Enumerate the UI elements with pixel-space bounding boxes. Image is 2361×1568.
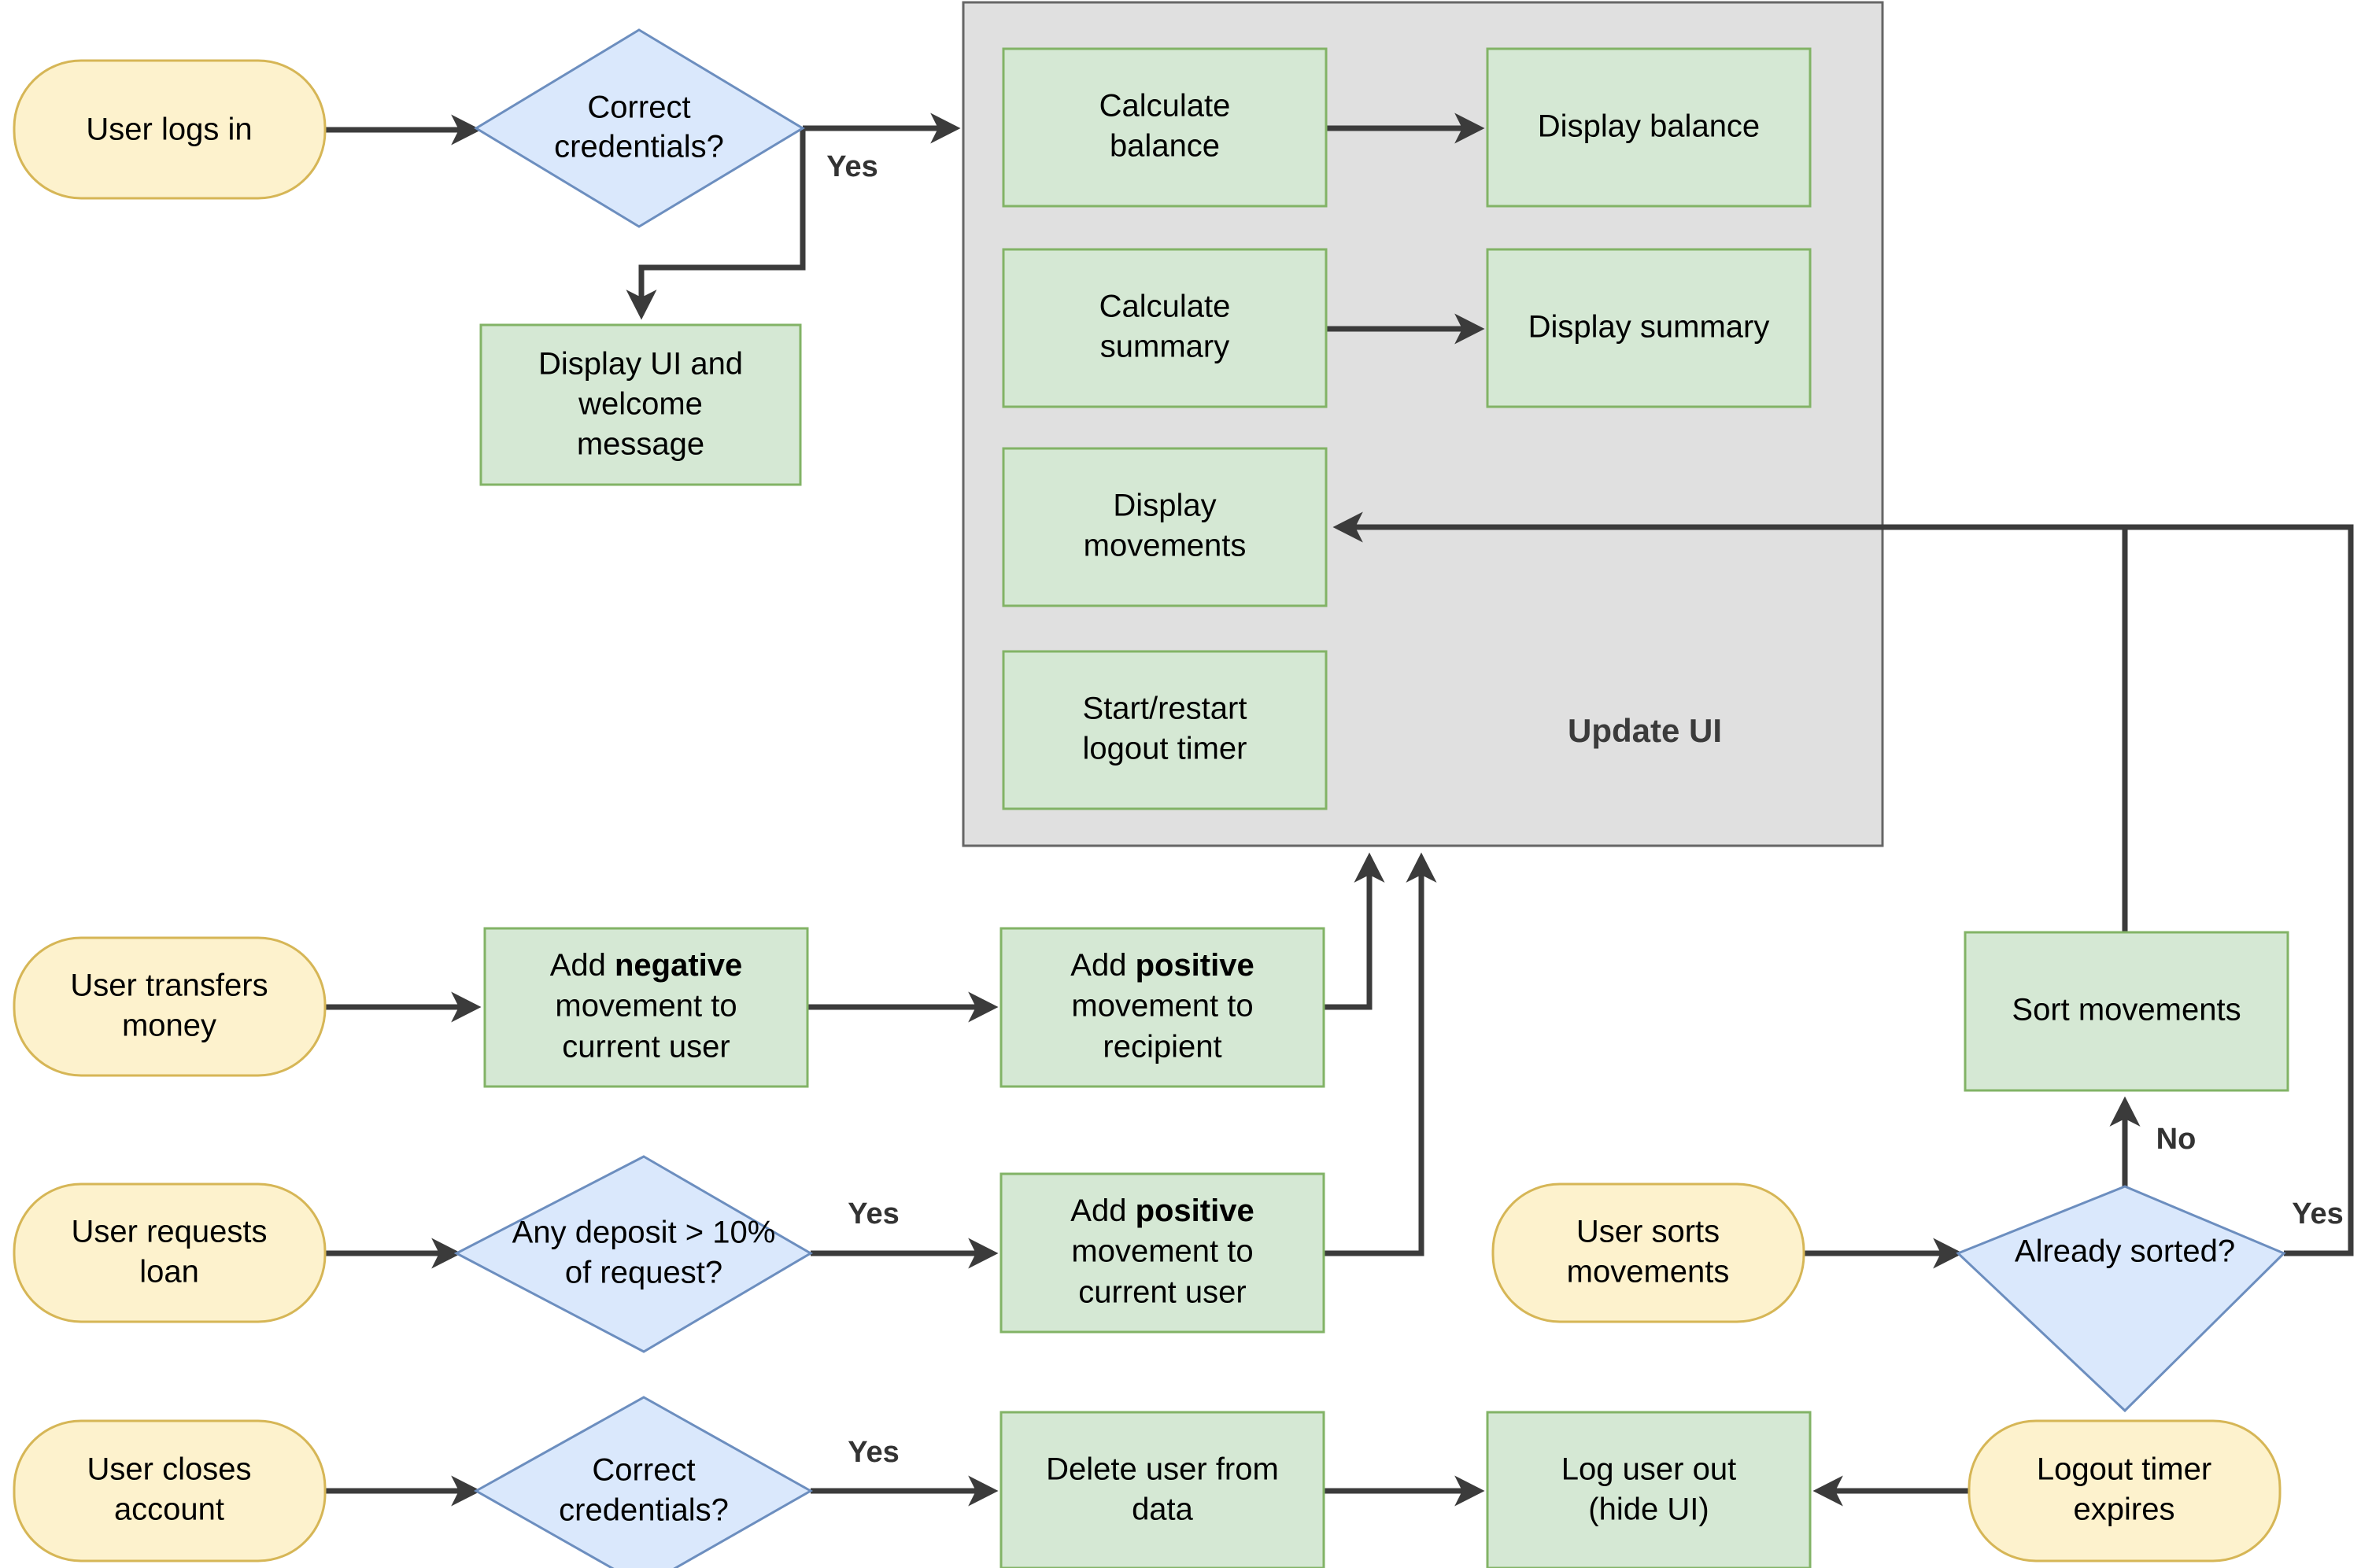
node-logout-timer-expires-line2: expires xyxy=(2074,1492,2175,1527)
node-add-positive-recipient-line1: Add positive xyxy=(1070,948,1254,983)
node-already-sorted-label: Already sorted? xyxy=(2015,1234,2235,1269)
node-logout-timer-expires-line1: Logout timer xyxy=(2037,1452,2211,1487)
node-display-summary[interactable]: Display summary xyxy=(1486,248,1812,408)
node-display-summary-label: Display summary xyxy=(1528,310,1770,345)
node-user-requests-loan-line1: User requests xyxy=(72,1215,268,1249)
node-display-ui-welcome-line1: Display UI and xyxy=(538,347,743,382)
node-display-ui-welcome-line2: welcome xyxy=(578,387,703,422)
node-calculate-balance[interactable]: Calculate balance xyxy=(1002,47,1328,208)
edge-label-loan-yes: Yes xyxy=(848,1197,900,1230)
node-user-sorts-movements[interactable]: User sorts movements xyxy=(1491,1182,1805,1323)
node-add-positive-current-user-line1: Add positive xyxy=(1070,1194,1254,1228)
node-any-deposit-check-line2: of request? xyxy=(565,1256,722,1290)
edge-add-positive-current-to-updateui xyxy=(1324,852,1437,1256)
node-display-balance[interactable]: Display balance xyxy=(1486,47,1812,208)
node-correct-credentials-close[interactable]: Correct credentials? xyxy=(473,1396,814,1568)
node-display-ui-welcome[interactable]: Display UI and welcome message xyxy=(479,323,802,486)
node-user-closes-account-line1: User closes xyxy=(87,1452,252,1487)
node-add-positive-recipient-line3: recipient xyxy=(1103,1030,1221,1064)
node-user-requests-loan-line2: loan xyxy=(139,1255,199,1289)
node-correct-credentials-login[interactable]: Correct credentials? xyxy=(474,28,805,228)
node-calculate-balance-line1: Calculate xyxy=(1099,89,1231,124)
node-correct-credentials-close-line2: credentials? xyxy=(559,1493,729,1528)
edge-label-sorted-yes: Yes xyxy=(2292,1197,2344,1230)
edge-label-login-yes: Yes xyxy=(826,150,878,183)
node-start-restart-logout-timer-line2: logout timer xyxy=(1083,732,1247,766)
node-log-user-out[interactable]: Log user out (hide UI) xyxy=(1486,1411,1812,1568)
node-add-positive-current-user-line2: movement to xyxy=(1071,1234,1253,1269)
edge-already-sorted-yes-to-display-movements xyxy=(2125,524,2354,1256)
node-add-negative-movement[interactable]: Add negative movement to current user xyxy=(483,927,809,1088)
node-add-positive-current-user-line3: current user xyxy=(1078,1275,1246,1310)
node-calculate-summary[interactable]: Calculate summary xyxy=(1002,248,1328,408)
node-already-sorted[interactable]: Already sorted? xyxy=(1956,1185,2286,1413)
node-user-logs-in-label: User logs in xyxy=(86,113,252,147)
node-any-deposit-check[interactable]: Any deposit > 10% of request? xyxy=(453,1155,813,1353)
node-user-transfers-money-line2: money xyxy=(122,1009,216,1043)
node-delete-user-from-data-line2: data xyxy=(1132,1492,1194,1527)
node-delete-user-from-data[interactable]: Delete user from data xyxy=(999,1411,1325,1568)
node-calculate-summary-line2: summary xyxy=(1100,330,1229,364)
node-user-transfers-money[interactable]: User transfers money xyxy=(13,936,327,1077)
group-update-ui-label: Update UI xyxy=(1568,712,1722,749)
node-correct-credentials-close-line1: Correct xyxy=(592,1453,695,1488)
node-delete-user-from-data-line1: Delete user from xyxy=(1046,1452,1279,1487)
edge-credentials-to-display-ui xyxy=(626,128,806,320)
node-calculate-summary-line1: Calculate xyxy=(1099,290,1231,324)
node-sort-movements-label: Sort movements xyxy=(2012,993,2241,1028)
node-add-positive-recipient-line2: movement to xyxy=(1071,989,1253,1024)
node-log-user-out-line2: (hide UI) xyxy=(1588,1492,1709,1527)
node-display-balance-label: Display balance xyxy=(1538,109,1760,144)
edge-label-sorted-no: No xyxy=(2156,1123,2197,1156)
node-add-positive-recipient[interactable]: Add positive movement to recipient xyxy=(999,927,1325,1088)
node-add-negative-movement-line3: current user xyxy=(562,1030,730,1064)
node-add-negative-movement-line1: Add negative xyxy=(550,948,743,983)
node-start-restart-logout-timer-line1: Start/restart xyxy=(1083,692,1247,726)
node-any-deposit-check-line1: Any deposit > 10% xyxy=(512,1216,776,1250)
node-add-positive-current-user[interactable]: Add positive movement to current user xyxy=(999,1172,1325,1334)
node-log-user-out-line1: Log user out xyxy=(1561,1452,1736,1487)
node-user-sorts-movements-line1: User sorts xyxy=(1576,1215,1720,1249)
node-add-negative-movement-line2: movement to xyxy=(555,989,737,1024)
node-display-movements[interactable]: Display movements xyxy=(1002,447,1328,607)
node-correct-credentials-login-line2: credentials? xyxy=(554,130,724,164)
node-display-movements-line1: Display xyxy=(1113,489,1216,523)
edge-add-positive-recipient-to-updateui xyxy=(1324,852,1385,1010)
node-user-sorts-movements-line2: movements xyxy=(1567,1255,1730,1289)
node-user-transfers-money-line1: User transfers xyxy=(70,968,268,1003)
node-user-requests-loan[interactable]: User requests loan xyxy=(13,1182,327,1323)
node-start-restart-logout-timer[interactable]: Start/restart logout timer xyxy=(1002,650,1328,810)
node-user-closes-account-line2: account xyxy=(114,1492,224,1527)
node-sort-movements[interactable]: Sort movements xyxy=(1964,931,2289,1092)
node-display-movements-line2: movements xyxy=(1084,529,1247,563)
edge-label-close-yes: Yes xyxy=(848,1436,900,1469)
node-user-closes-account[interactable]: User closes account xyxy=(13,1419,327,1562)
node-correct-credentials-login-line1: Correct xyxy=(587,90,690,125)
node-display-ui-welcome-line3: message xyxy=(577,427,704,462)
node-user-logs-in[interactable]: User logs in xyxy=(13,59,327,200)
node-calculate-balance-line2: balance xyxy=(1110,129,1220,164)
node-logout-timer-expires[interactable]: Logout timer expires xyxy=(1968,1419,2282,1562)
